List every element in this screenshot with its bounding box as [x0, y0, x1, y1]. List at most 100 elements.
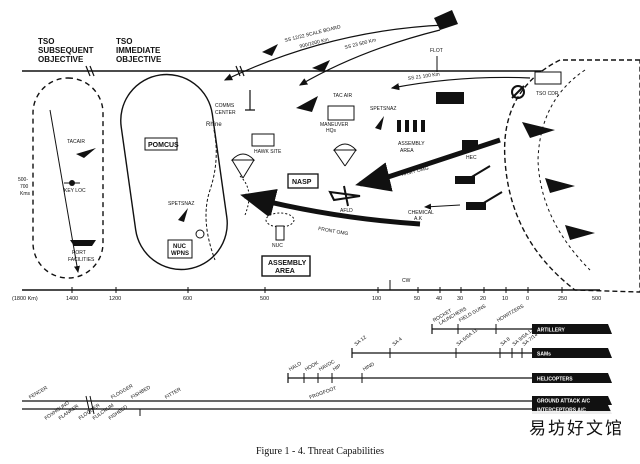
- missile-icon: [262, 44, 278, 56]
- scale-tick: 250: [558, 296, 567, 302]
- weapon-label: HIND: [362, 361, 376, 373]
- nuc-wpns-label-2: WPNS: [171, 251, 189, 257]
- flot-label: FLOT: [430, 48, 443, 54]
- weapon-label: HOOK: [304, 360, 320, 373]
- spetsnaz-left-label: SPETSNAZ: [168, 201, 194, 207]
- artillery-gun-icon: [455, 165, 503, 210]
- rhine-river-line: [205, 129, 217, 261]
- nasp-box: [287, 173, 319, 189]
- front-omg-label: FRONT OMG: [318, 226, 349, 237]
- scale-tick: 500: [260, 296, 269, 302]
- immediate-heading-1: TSO: [116, 37, 132, 46]
- weapon-label: FISHBED: [130, 385, 152, 401]
- subsequent-heading-2: SUBSEQUENT: [38, 46, 94, 55]
- immediate-objective-oval: [120, 73, 228, 271]
- chemical-label-1: CHEMICAL: [408, 210, 434, 216]
- range-label-1: 500-: [18, 177, 28, 183]
- immediate-heading-3: OBJECTIVE: [116, 55, 162, 64]
- maneuver-label-2: HQs: [326, 128, 337, 134]
- weapon-label: HIP: [332, 363, 343, 373]
- artillery-band-label: ARTILLERY: [537, 328, 566, 334]
- scale-tick: 600: [183, 296, 192, 302]
- antenna-icon: [245, 90, 255, 111]
- nasp-label: NASP: [292, 179, 312, 186]
- comms-center-label-2: CENTER: [215, 110, 236, 116]
- maneuver-hq-building: [327, 105, 355, 121]
- nuc-label: NUC: [272, 243, 283, 249]
- parachute-icon: [230, 153, 256, 179]
- scale-tick: 30: [457, 296, 463, 302]
- assembly-mid-label-1: ASSEMBLY: [398, 141, 425, 147]
- spetsnaz-mid-icon: [375, 116, 384, 130]
- weapon-label: SA 6/SA 11: [456, 327, 480, 347]
- cw-label: CW: [402, 278, 411, 284]
- comms-center-label-1: COMMS: [215, 103, 235, 109]
- aircraft-silhouette-icon: [522, 122, 595, 240]
- interceptors-band-label: INTERCEPTORS A/C: [537, 408, 586, 414]
- subsequent-heading-3: OBJECTIVE: [38, 55, 84, 64]
- ss21-label: SS 21 100 Km: [407, 72, 440, 82]
- scale-tick: 10: [502, 296, 508, 302]
- tac-air-jet-icon: [296, 96, 318, 112]
- hammer-sickle-icon: [511, 85, 525, 99]
- assembly-mid-label-2: AREA: [400, 148, 414, 154]
- weapon-label: SA 8: [500, 336, 512, 347]
- weapon-label: HALO: [288, 361, 303, 373]
- soldiers-icon: [397, 120, 425, 132]
- nuc-wpns-label-1: NUC: [173, 244, 187, 250]
- hec-label: HEC: [466, 155, 477, 161]
- tac-air-top-label: TAC AIR: [333, 93, 352, 99]
- maneuver-label-1: MANEUVER: [320, 122, 349, 128]
- tacair-left-label: TACAIR: [67, 139, 85, 145]
- ss12-range-arc: [223, 24, 446, 81]
- scale-tick: 1400: [66, 296, 78, 302]
- scale-tick: 20: [480, 296, 486, 302]
- tso-cdr-label: TSO CDR: [536, 91, 559, 97]
- aircraft-bands: GROUND ATTACK A/C INTERCEPTORS A/C FENCE…: [22, 383, 612, 422]
- sams-band-label: SAMs: [537, 352, 551, 358]
- weapon-label: HOWITZERS: [496, 303, 526, 324]
- satellite-icon: [434, 10, 458, 30]
- assembly-box-label-2: AREA: [275, 268, 295, 275]
- spetsnaz-figure-icon: [178, 208, 188, 222]
- subsequent-heading-1: TSO: [38, 37, 54, 46]
- helicopters-band-label: HELICOPTERS: [537, 377, 573, 383]
- ground-attack-band-label: GROUND ATTACK A/C: [537, 399, 590, 405]
- afld-label: AFLD: [340, 208, 353, 214]
- port-label-1: PORT: [72, 250, 86, 256]
- assembly-box-label-1: ASSEMBLY: [268, 260, 307, 267]
- scale-tick: (1800 Km): [12, 296, 38, 302]
- helicopters-band: HELICOPTERS HALO HOOK HAVOC HIP HIND: [287, 359, 612, 383]
- watermark: 易坊好文馆: [521, 411, 632, 442]
- nuc-wpns-box: [167, 239, 193, 259]
- ss23-range-arc: [298, 29, 441, 86]
- range-label-3: Kms: [20, 191, 31, 197]
- airfield-icon: [328, 185, 361, 207]
- ss23-label: SS 23 500 Km: [344, 37, 377, 51]
- tank-icon: [436, 92, 464, 104]
- weapon-label: SA 12: [354, 334, 368, 347]
- immediate-heading-2: IMMEDIATE: [116, 46, 161, 55]
- tacair-jet-icon: [76, 148, 96, 158]
- key-loc-label: KEY LOC: [64, 188, 86, 194]
- parachute-icon-2: [332, 143, 358, 167]
- front-omg-arrow: [240, 188, 421, 227]
- pomcus-box: [144, 137, 178, 151]
- pomcus-label: POMCUS: [148, 142, 179, 149]
- port-label-2: FACILITIES: [68, 257, 95, 263]
- port-ship-icon: [70, 240, 96, 246]
- weapon-label: FROGFOOT: [309, 386, 338, 401]
- range-label-2: 700: [20, 184, 29, 190]
- hec-vehicle-icon: [462, 140, 478, 150]
- spetsnaz-mid-label: SPETSNAZ: [370, 106, 396, 112]
- tso-cdr-building: [534, 71, 562, 85]
- mushroom-cloud-icon: [265, 212, 295, 241]
- scale-tick: 50: [414, 296, 420, 302]
- assembly-area-box: [261, 255, 311, 277]
- army-omg-arrow: [355, 137, 501, 192]
- figure-caption: Figure 1 - 4. Threat Capabilities: [255, 446, 385, 457]
- weapon-label: FENCER: [28, 385, 49, 401]
- weapon-label: FITTER: [164, 387, 182, 401]
